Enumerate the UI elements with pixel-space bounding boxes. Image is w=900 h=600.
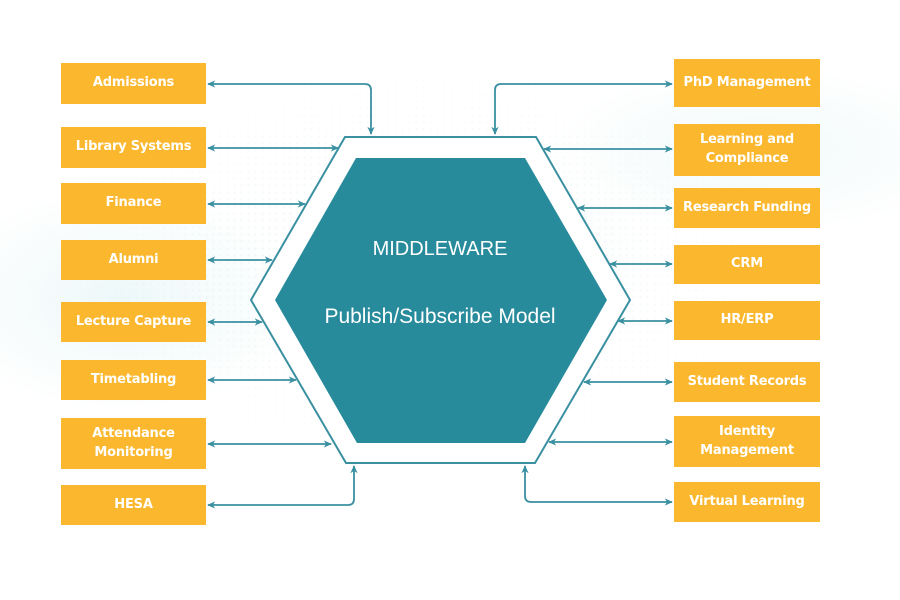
system-box-lecture-capture[interactable]: Lecture Capture [61,302,206,342]
system-box-crm[interactable]: CRM [674,245,820,284]
system-box-phd-management[interactable]: PhD Management [674,59,820,107]
connector-admissions [207,80,375,135]
connector-virtual-learning [521,465,673,506]
middleware-hexagon[interactable] [275,158,607,443]
system-box-student-records[interactable]: Student Records [674,362,820,402]
connector-phd-management [491,80,673,135]
system-box-finance[interactable]: Finance [61,183,206,224]
system-box-timetabling[interactable]: Timetabling [61,360,206,400]
system-box-attendance-monitoring[interactable]: Attendance Monitoring [61,418,206,469]
system-box-research-funding[interactable]: Research Funding [674,188,820,228]
system-box-virtual-learning[interactable]: Virtual Learning [674,482,820,522]
system-box-hesa[interactable]: HESA [61,485,206,525]
connector-hesa [207,465,358,509]
system-box-alumni[interactable]: Alumni [61,240,206,280]
middleware-subtitle: Publish/Subscribe Model [324,305,556,328]
middleware-title: MIDDLEWARE [372,238,508,260]
system-box-learning-compliance[interactable]: Learning and Compliance [674,124,820,176]
system-box-admissions[interactable]: Admissions [61,63,206,104]
system-box-hr-erp[interactable]: HR/ERP [674,301,820,340]
system-box-identity-management[interactable]: Identity Management [674,416,820,467]
system-box-library-systems[interactable]: Library Systems [61,127,206,168]
